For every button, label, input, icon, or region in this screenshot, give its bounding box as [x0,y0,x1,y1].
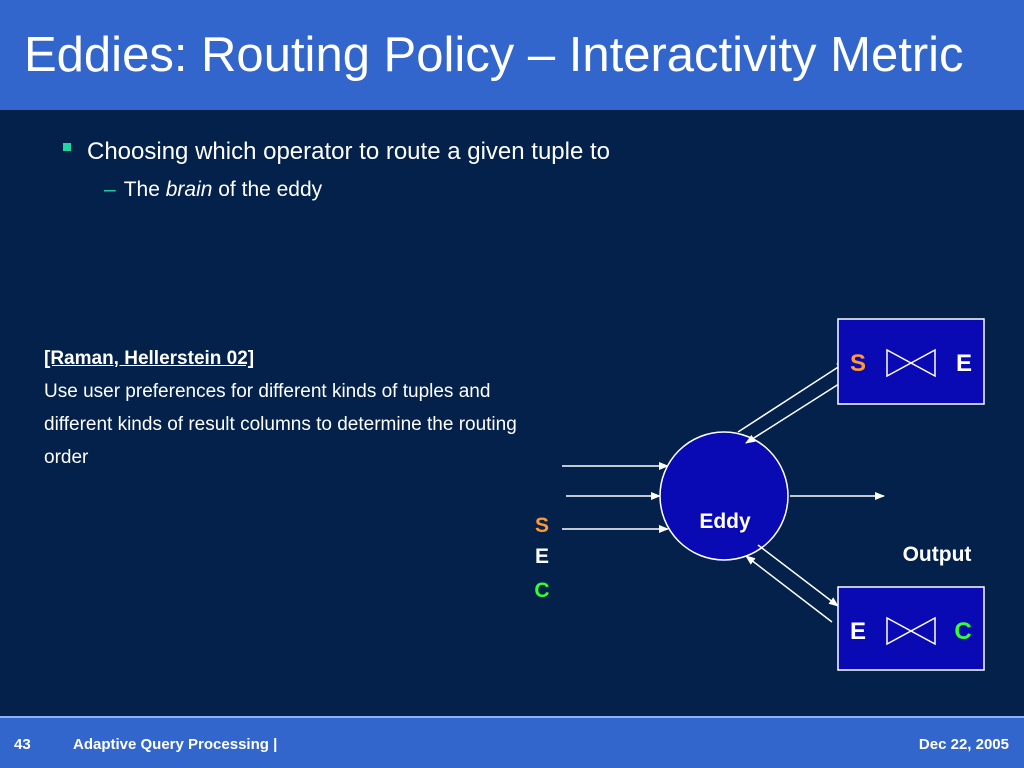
footer-course: Adaptive Query Processing | [73,736,278,753]
arrow-eddy-to-top-join [737,361,847,433]
bullet-main-text: Choosing which operator to route a given… [87,138,610,165]
page-number: 43 [14,736,31,753]
sub-bullet-prefix: The [123,178,166,201]
footer-date: Dec 22, 2005 [918,736,1009,753]
sub-bullet: –The brain of the eddy [104,176,322,204]
citation-ref: [Raman, Hellerstein 02] [44,348,255,369]
square-bullet-icon [63,142,71,151]
join-box-bottom [837,586,985,671]
input-letter-e: E [535,545,549,568]
join-bowtie-icon [886,616,936,646]
footer-bar: 43 Adaptive Query Processing | Dec 22, 2… [0,716,1024,768]
citation-text: Use user preferences for different kinds… [44,381,517,468]
sub-bullet-emphasis: brain [165,178,213,201]
eddy-circle [659,431,789,561]
join-box-top [837,318,985,405]
input-letter-c: C [534,579,549,602]
arrow-eddy-to-bottom-join [757,544,839,607]
join-bottom-right: C [954,618,971,645]
join-bottom-left: E [850,618,866,645]
join-bowtie-icon [886,348,936,378]
arrow-top-join-to-eddy [745,381,843,444]
citation-block: [Raman, Hellerstein 02] Use user prefere… [44,342,524,474]
input-letter-s: S [535,514,549,537]
dash-bullet: – [104,178,116,201]
output-label: Output [903,543,972,566]
arrow-bottom-join-to-eddy [745,555,833,623]
join-top-left: S [850,350,866,377]
slide-title: Eddies: Routing Policy – Interactivity M… [24,28,964,82]
title-bar: Eddies: Routing Policy – Interactivity M… [0,0,1024,110]
sub-bullet-suffix: of the eddy [212,178,323,201]
join-top-right: E [956,350,972,377]
bullet-main: Choosing which operator to route a given… [63,136,610,168]
eddy-label: Eddy [699,510,751,533]
